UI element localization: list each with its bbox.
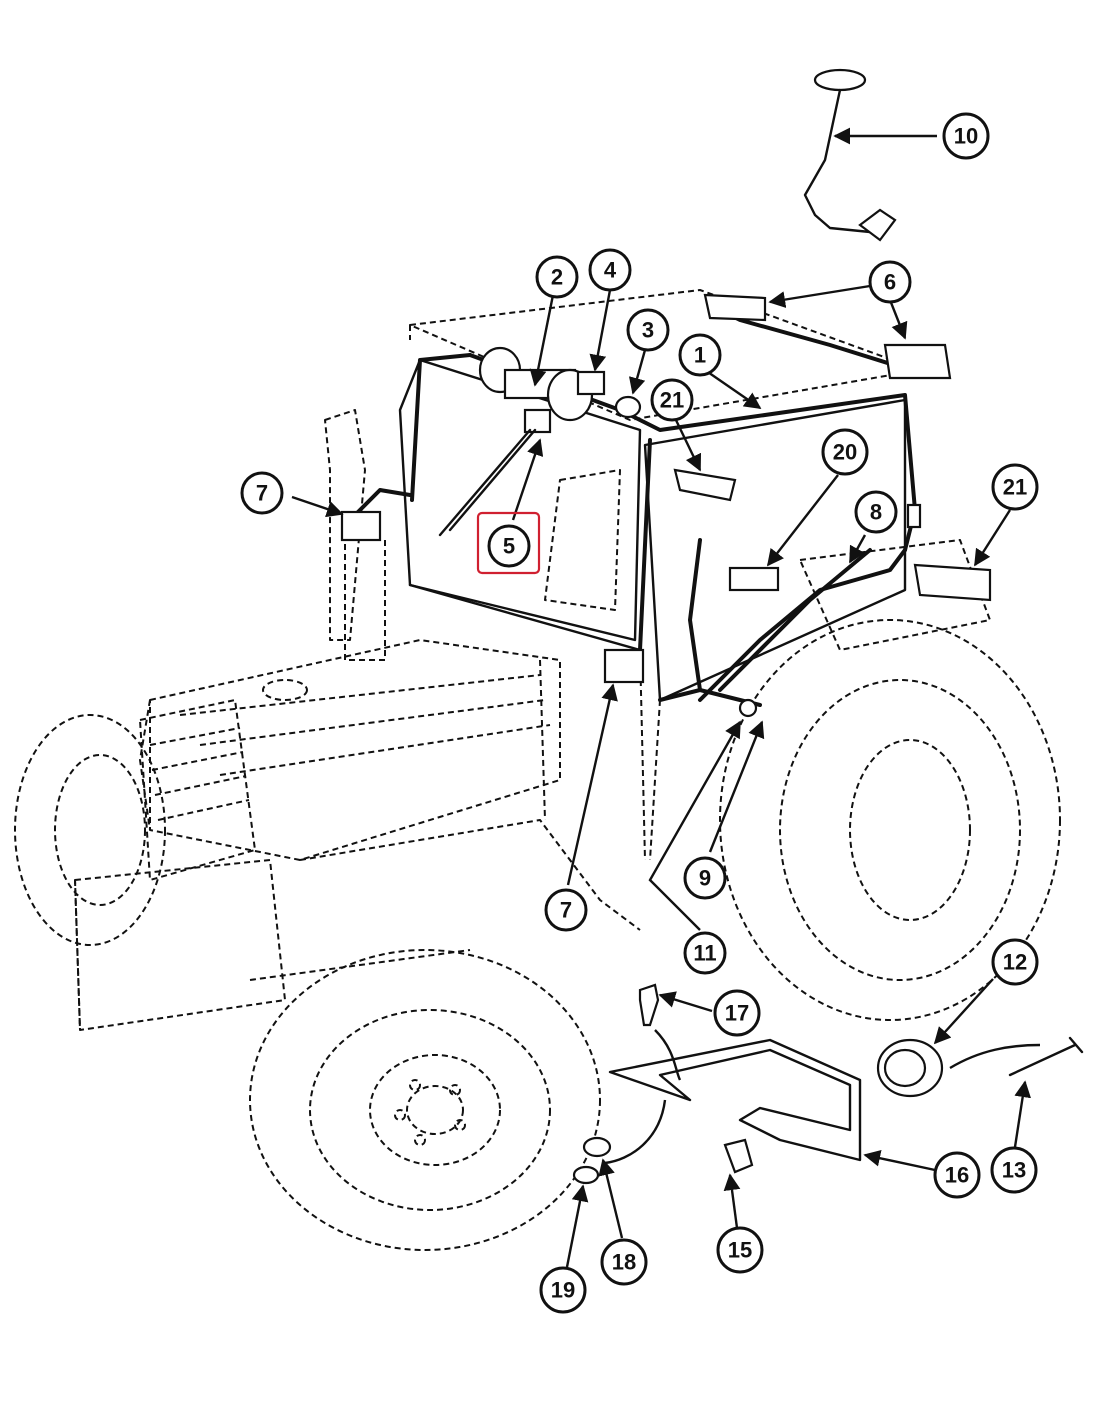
nut-part	[582, 1136, 612, 1158]
callout-20: 20	[821, 428, 869, 476]
svg-text:7: 7	[560, 898, 572, 923]
svg-text:17: 17	[725, 1001, 749, 1026]
callout-2: 2	[535, 255, 579, 299]
svg-text:5: 5	[503, 534, 515, 559]
part-3-connector	[614, 395, 642, 419]
callout-9: 9	[683, 856, 727, 900]
svg-text:21: 21	[1003, 475, 1027, 500]
callout-4: 4	[588, 248, 632, 292]
svg-text:11: 11	[693, 941, 716, 966]
callout-15: 15	[716, 1226, 764, 1274]
callout-13: 13	[990, 1146, 1038, 1194]
svg-text:13: 13	[1002, 1158, 1026, 1183]
svg-text:9: 9	[699, 866, 711, 891]
callout-11: 11	[683, 931, 727, 975]
callout-10: 10	[942, 112, 990, 160]
svg-text:2: 2	[551, 265, 563, 290]
svg-text:1: 1	[694, 343, 706, 368]
callout-19: 19	[539, 1266, 587, 1314]
callout-3: 3	[626, 308, 670, 352]
part-20-block	[728, 566, 780, 592]
svg-text:3: 3	[642, 318, 654, 343]
leader-lines	[291, 127, 1041, 1268]
tractor-outline	[74, 409, 641, 1031]
wiper-motor-part	[478, 346, 594, 434]
wiper-arm	[438, 428, 537, 537]
svg-text:21: 21	[660, 388, 684, 413]
washer-part	[572, 1165, 600, 1185]
connector-front	[603, 648, 645, 684]
callout-6: 6	[868, 260, 912, 304]
part-4-block	[576, 370, 606, 396]
socket-part	[876, 1038, 944, 1098]
svg-text:6: 6	[884, 270, 896, 295]
interior-lamp	[673, 468, 737, 502]
bracket-part	[608, 1038, 862, 1162]
connector-left	[340, 510, 382, 542]
svg-text:7: 7	[256, 481, 268, 506]
callout-16: 16	[933, 1151, 981, 1199]
front-right-wheel	[249, 949, 601, 1251]
roof-light-right	[883, 343, 952, 380]
front-left-wheel	[14, 714, 166, 946]
svg-text:19: 19	[551, 1278, 575, 1303]
callout-12: 12	[991, 938, 1039, 986]
callout-21-left: 21	[650, 378, 694, 422]
svg-text:10: 10	[954, 124, 978, 149]
ground-point	[738, 698, 758, 718]
part-8-connector	[906, 503, 922, 529]
screw-part	[1008, 1036, 1084, 1077]
svg-text:12: 12	[1003, 950, 1027, 975]
callout-5: 5	[487, 524, 531, 568]
svg-text:18: 18	[612, 1250, 636, 1275]
callout-17: 17	[713, 989, 761, 1037]
callout-8: 8	[854, 490, 898, 534]
callout-1: 1	[678, 333, 722, 377]
antenna-part	[803, 68, 897, 242]
svg-text:15: 15	[728, 1238, 752, 1263]
svg-text:8: 8	[870, 500, 882, 525]
callout-7-left: 7	[240, 471, 284, 515]
svg-text:16: 16	[945, 1163, 969, 1188]
svg-text:20: 20	[833, 440, 857, 465]
svg-text:4: 4	[604, 258, 617, 283]
rear-right-wheel	[719, 619, 1061, 1021]
work-light-right	[913, 563, 992, 602]
clip-part	[723, 1138, 754, 1174]
callout-21-right: 21	[991, 463, 1039, 511]
bolt-part	[638, 983, 660, 1027]
callout-18: 18	[600, 1238, 648, 1286]
roof-light-left	[703, 293, 767, 322]
wiring-harness	[353, 308, 917, 707]
callout-7-front: 7	[544, 888, 588, 932]
callout-5-highlight	[476, 511, 541, 575]
